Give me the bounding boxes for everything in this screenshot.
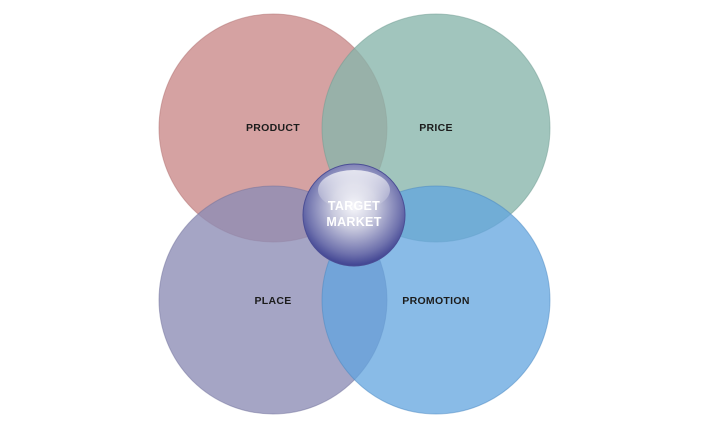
center-label-line2: MARKET bbox=[326, 215, 381, 229]
center-target-market: TARGET MARKET bbox=[302, 163, 406, 267]
label-place: PLACE bbox=[254, 295, 291, 307]
label-price: PRICE bbox=[419, 122, 453, 134]
label-promotion: PROMOTION bbox=[402, 295, 469, 307]
center-label-line1: TARGET bbox=[328, 199, 380, 213]
center-sphere-highlight bbox=[318, 170, 390, 210]
label-product: PRODUCT bbox=[246, 122, 300, 134]
